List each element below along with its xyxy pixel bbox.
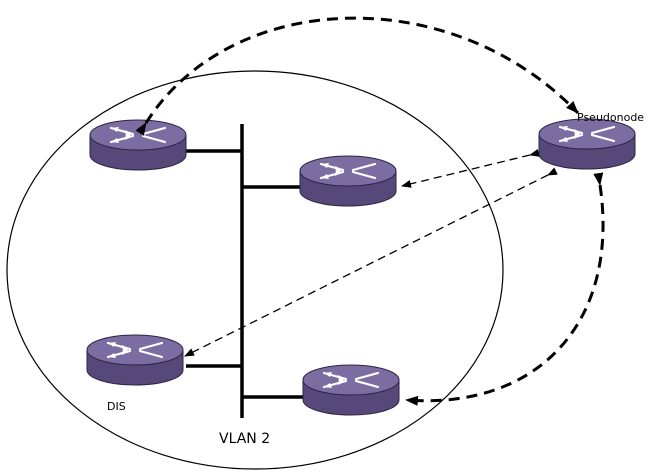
router-icon — [301, 363, 401, 417]
vlan-bus — [186, 124, 303, 418]
adjacency-link — [401, 148, 540, 188]
router-icon — [85, 333, 185, 387]
router-icon — [298, 154, 398, 208]
vlan-boundary — [6, 70, 504, 470]
pseudonode-label: Pseudonode — [577, 111, 644, 124]
adjacency-link-bold — [405, 172, 605, 406]
vlan-label: VLAN 2 — [219, 431, 270, 447]
adjacency-link-bold — [135, 16, 580, 136]
router-icon — [88, 118, 188, 172]
dis-label: DIS — [107, 400, 126, 413]
pseudonode-icon — [537, 117, 637, 171]
